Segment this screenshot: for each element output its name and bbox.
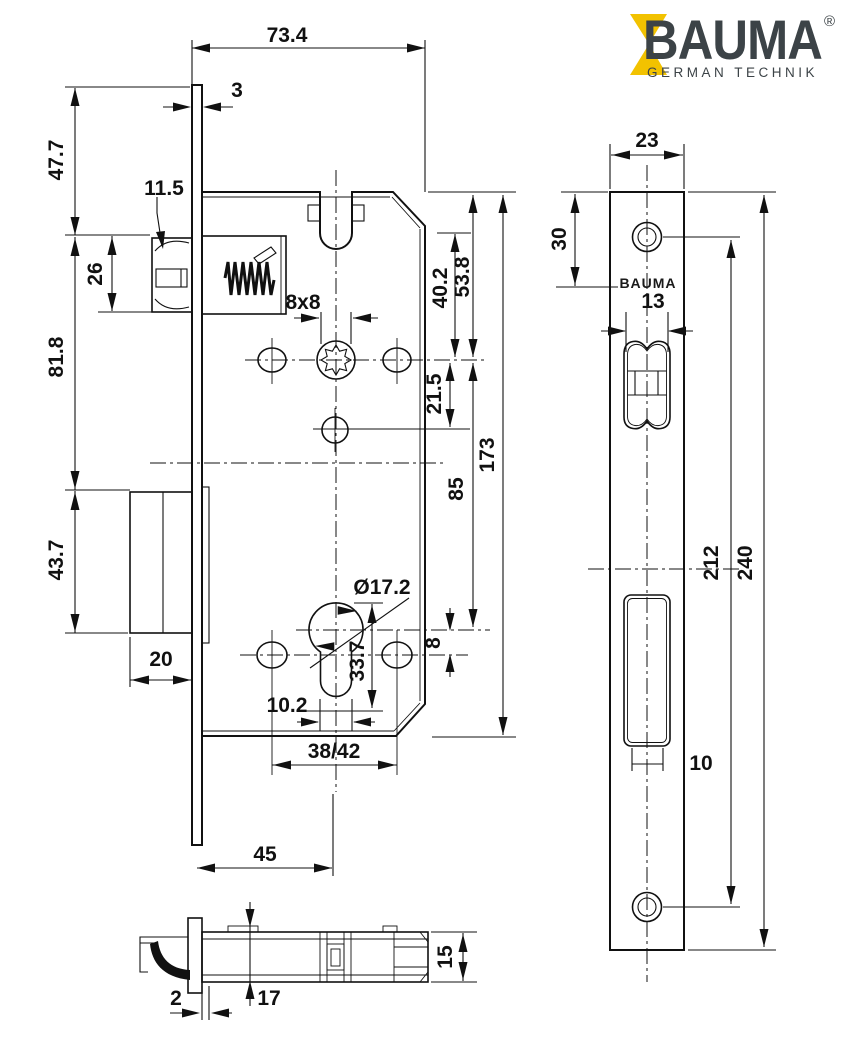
dim-spindle-to-hole: 21.5 xyxy=(423,363,455,427)
svg-text:15: 15 xyxy=(434,945,457,969)
faceplate-centerlines xyxy=(588,165,742,982)
latch-chip xyxy=(253,246,277,265)
screw-hole-top xyxy=(631,221,663,253)
screw-hole-bottom xyxy=(631,891,663,923)
latch-housing xyxy=(201,235,287,315)
front-centerlines xyxy=(150,170,490,792)
dim-spindle-to-cylinder: 85 xyxy=(445,363,478,627)
svg-text:30: 30 xyxy=(548,227,571,250)
svg-text:240: 240 xyxy=(734,545,757,580)
dim-bolt-cutout: 10 xyxy=(631,748,713,775)
svg-text:8x8: 8x8 xyxy=(285,291,320,314)
svg-text:20: 20 xyxy=(149,648,172,671)
dim-cylinder-diameter: Ø17.2 xyxy=(309,576,411,669)
side-body xyxy=(201,931,429,983)
svg-text:81.8: 81.8 xyxy=(45,336,68,377)
svg-text:212: 212 xyxy=(700,545,723,580)
dim-latch-cutout: 13 xyxy=(601,290,693,352)
handle-hole-right xyxy=(382,338,412,384)
svg-text:43.7: 43.7 xyxy=(45,540,68,581)
notch-tab-left xyxy=(307,204,321,222)
dim-top-to-hole: 30 xyxy=(548,191,618,288)
svg-text:38/42: 38/42 xyxy=(308,740,361,763)
dim-plate-offset: 2 xyxy=(170,986,232,1020)
side-view xyxy=(139,917,429,994)
deadbolt xyxy=(129,486,210,644)
svg-text:33.7: 33.7 xyxy=(346,641,369,682)
latch-spring xyxy=(223,261,276,296)
logo-mark-bottom-triangle xyxy=(630,44,667,75)
front-body-inner-edges xyxy=(202,196,421,732)
side-faceplate xyxy=(187,917,203,994)
latch-bevel xyxy=(150,941,190,980)
dim-top-to-latch: 47.7 xyxy=(45,86,190,236)
bauma-logo: BAUMA ® GERMAN TECHNIK xyxy=(630,9,835,80)
euro-cylinder-hole xyxy=(308,602,364,698)
svg-text:10.2: 10.2 xyxy=(267,694,308,717)
svg-text:8: 8 xyxy=(422,637,445,649)
logo-tagline: GERMAN TECHNIK xyxy=(647,65,818,80)
logo-registered: ® xyxy=(824,13,835,30)
dim-top-to-spindle: 53.8 xyxy=(451,195,478,357)
latch-cutout xyxy=(623,340,671,430)
front-body-outline xyxy=(201,191,426,737)
dim-overall-width: 73.4 xyxy=(191,24,426,192)
dim-spindle-square: 8x8 xyxy=(285,291,378,344)
svg-text:85: 85 xyxy=(445,477,468,501)
dim-latch-tip: 11.5 xyxy=(144,177,184,249)
svg-text:21.5: 21.5 xyxy=(423,373,446,414)
svg-text:17: 17 xyxy=(257,987,280,1010)
svg-text:10: 10 xyxy=(689,752,712,775)
dim-latch-to-bolt: 81.8 xyxy=(45,237,130,491)
latch-bolt xyxy=(151,237,193,313)
svg-text:26: 26 xyxy=(84,262,107,285)
svg-text:3: 3 xyxy=(231,79,243,102)
svg-text:2: 2 xyxy=(170,987,182,1010)
svg-text:Ø17.2: Ø17.2 xyxy=(353,576,410,599)
front-faceplate xyxy=(191,84,203,846)
notch-tab-right xyxy=(351,204,365,222)
svg-text:45: 45 xyxy=(253,843,277,866)
dim-body-height: 173 xyxy=(428,191,516,738)
svg-text:53.8: 53.8 xyxy=(451,256,474,297)
svg-text:23: 23 xyxy=(635,129,658,152)
svg-text:11.5: 11.5 xyxy=(144,177,184,200)
svg-text:73.4: 73.4 xyxy=(267,24,308,47)
dim-notch-to-spindle: 40.2 xyxy=(429,232,471,357)
handle-hole-left xyxy=(257,338,287,384)
dim-bolt-height: 43.7 xyxy=(45,491,128,634)
svg-text:47.7: 47.7 xyxy=(45,140,68,181)
logo-mark-top-triangle xyxy=(630,14,667,44)
front-view xyxy=(129,84,490,846)
dim-body-thickness: 15 xyxy=(431,931,477,983)
dim-plate-thickness: 3 xyxy=(163,79,243,112)
dim-backset: 45 xyxy=(197,794,334,876)
side-body-details xyxy=(202,925,429,983)
dim-latch-height: 26 xyxy=(84,236,152,313)
faceplate-view: BAUMA xyxy=(588,165,742,982)
bolt-cutout xyxy=(623,594,671,747)
logo-brand: BAUMA xyxy=(643,9,822,72)
faceplate-stamp: BAUMA xyxy=(619,275,676,291)
svg-text:173: 173 xyxy=(476,437,499,472)
dim-depth-to-body: 17 xyxy=(245,902,281,1010)
dim-bolt-depth: 20 xyxy=(129,637,192,687)
dim-slot-width: 10.2 xyxy=(267,694,375,731)
dim-plate-width: 23 xyxy=(609,129,685,189)
dim-hole-spacing: 212 xyxy=(663,236,740,908)
svg-text:40.2: 40.2 xyxy=(429,268,452,309)
svg-text:13: 13 xyxy=(641,290,664,313)
fixing-hole-mid xyxy=(313,408,470,452)
dim-hole-centers: 38/42 xyxy=(272,740,397,770)
cylinder-hole-right xyxy=(381,630,413,775)
dim-plate-length: 240 xyxy=(688,191,776,951)
side-latch-tip xyxy=(139,936,190,980)
dim-profile-height: 33.7 xyxy=(306,602,383,712)
dim-cylinder-to-hole: 8 xyxy=(422,608,455,677)
